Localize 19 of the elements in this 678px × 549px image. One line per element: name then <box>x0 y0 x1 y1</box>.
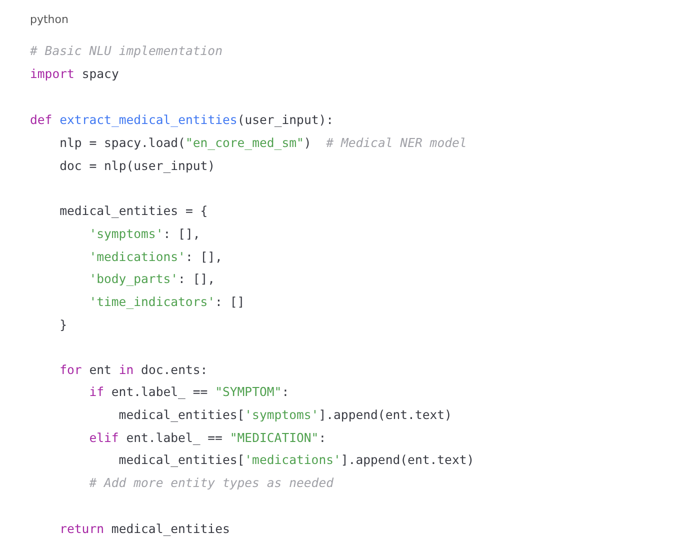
code-line: import spacy <box>30 66 119 82</box>
code-line: def extract_medical_entities(user_input): <box>30 112 334 128</box>
code-line: if ent.label_ == "SYMPTOM": <box>89 384 290 400</box>
code-line: medical_entities['symptoms'].append(ent.text) <box>118 407 452 423</box>
code-line: medical_entities['medications'].append(ent.text) <box>118 452 474 468</box>
code-line: } <box>60 317 67 333</box>
code-line: 'time_indicators': [] <box>89 294 245 310</box>
code-line: 'symptoms': [], <box>89 226 200 242</box>
language-label: python <box>30 12 68 28</box>
code-line: return medical_entities <box>60 521 230 537</box>
code-line: elif ent.label_ == "MEDICATION": <box>89 430 326 446</box>
code-comment: # Basic NLU implementation <box>30 43 222 59</box>
code-line: 'medications': [], <box>89 249 222 265</box>
code-line: medical_entities = { <box>60 203 208 219</box>
code-line: doc = nlp(user_input) <box>60 158 216 174</box>
code-line: nlp = spacy.load("en_core_med_sm") # Medical NER model <box>60 135 467 151</box>
code-comment: # Add more entity types as needed <box>89 475 334 491</box>
code-line: 'body_parts': [], <box>89 271 216 287</box>
code-line: for ent in doc.ents: <box>60 362 208 378</box>
